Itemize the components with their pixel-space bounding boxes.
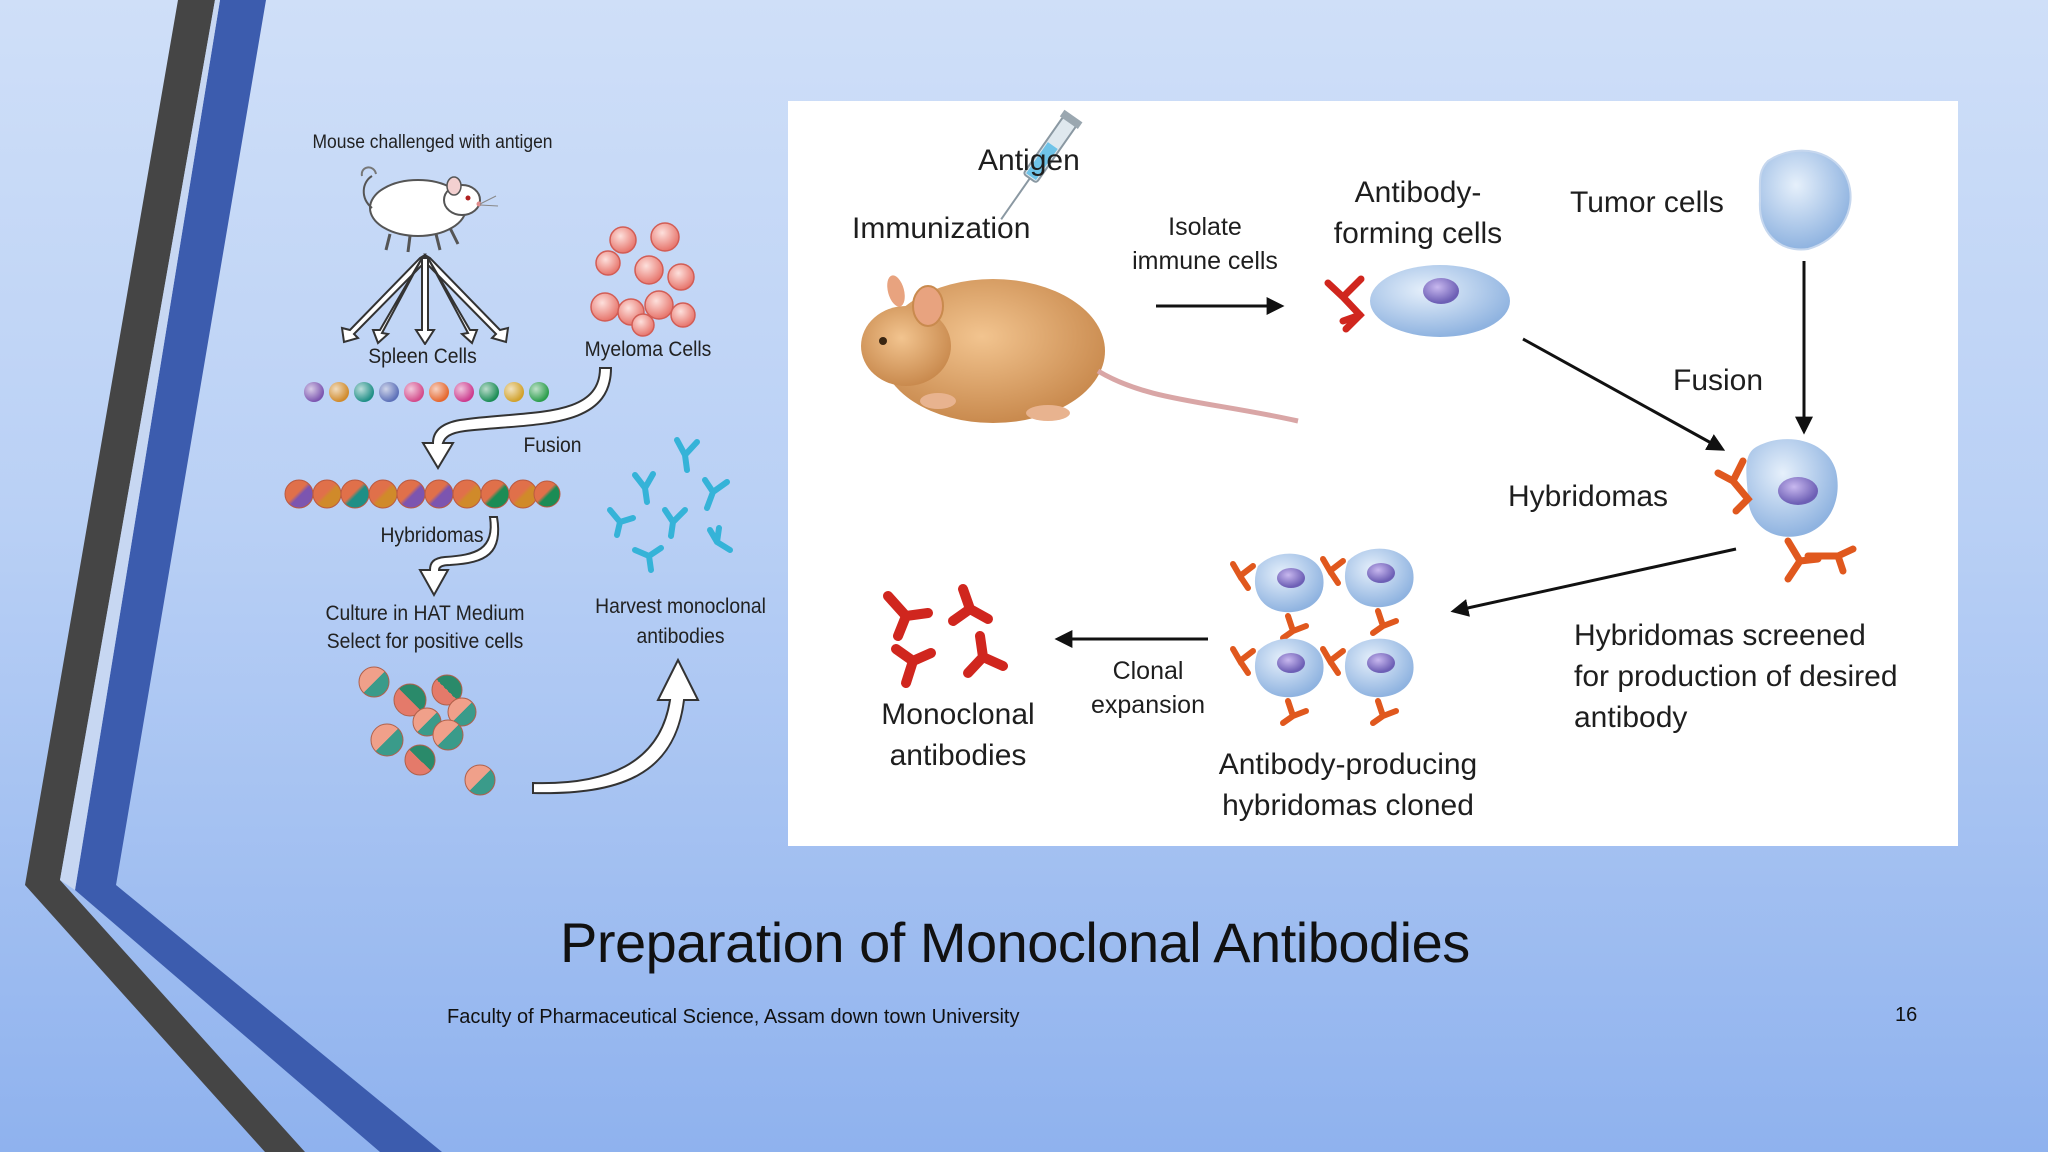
tumor-cell (1758, 149, 1852, 251)
isolate-line2: immune cells (1132, 246, 1278, 275)
clonal-line1: Clonal (1112, 657, 1184, 685)
monoclonal-label: Monoclonal antibodies (858, 695, 1058, 776)
spleen-cells-label: Spleen Cells (368, 345, 477, 368)
myeloma-cells-label: Myeloma Cells (584, 338, 712, 361)
harvest-line1: Harvest monoclonal (595, 595, 766, 618)
decorative-stripes (25, 0, 442, 1152)
clonal-line2: expansion (1091, 690, 1205, 719)
spleen-cells (304, 382, 549, 402)
right-diagram-panel: Antigen Immunization Isolate immune cell… (788, 101, 1958, 846)
antibody-forming-line2: forming cells (1333, 216, 1503, 250)
syringe-icon (1000, 109, 1083, 220)
hybridomas-label-right: Hybridomas (1508, 480, 1669, 513)
isolate-label: Isolate immune cells (1130, 211, 1280, 279)
screened-label: Hybridomas screened for production of de… (1574, 615, 1898, 738)
antibody-forming-label: Antibody- forming cells (1318, 173, 1518, 254)
selected-cells-cluster (358, 666, 496, 796)
screened-line1: Hybridomas screened (1574, 619, 1866, 652)
page-number: 16 (1895, 1004, 1918, 1026)
fusion-label-left: Fusion (523, 434, 582, 457)
fusion-arrow (421, 367, 613, 470)
spleen-arrows (340, 252, 510, 345)
cloned-label: Antibody-producing hybridomas cloned (1198, 745, 1498, 826)
harvest-label: Harvest monoclonal antibodies (577, 592, 784, 652)
tumor-cells-label: Tumor cells (1570, 186, 1724, 219)
culture-label: Culture in HAT Medium Select for positiv… (310, 600, 540, 656)
antibody-forming-line1: Antibody- (1354, 176, 1482, 209)
antibody-forming-cell (1324, 265, 1510, 337)
monoclonal-antibodies (883, 584, 1008, 688)
slide-title: Preparation of Monoclonal Antibodies (560, 911, 1470, 974)
hybridoma-cells-row (284, 479, 561, 509)
hybridomas-label-left: Hybridomas (380, 524, 484, 547)
hybridoma-cell (1714, 439, 1857, 583)
isolate-line1: Isolate (1168, 213, 1242, 241)
harvest-arrow (532, 657, 700, 795)
fusion-label-right: Fusion (1673, 364, 1764, 397)
brown-mouse (861, 275, 1299, 424)
cloned-hybridomas (1230, 548, 1414, 726)
mono-line1: Monoclonal (881, 698, 1035, 731)
cloned-line1: Antibody-producing (1218, 748, 1478, 781)
cyan-antibodies (607, 437, 733, 573)
culture-line2: Select for positive cells (326, 630, 524, 653)
screened-line3: antibody (1574, 701, 1688, 734)
myeloma-cells (590, 222, 696, 337)
clonal-expansion-label: Clonal expansion (1073, 655, 1223, 723)
cloned-line2: hybridomas cloned (1222, 788, 1474, 822)
culture-line1: Culture in HAT Medium (325, 602, 525, 625)
culture-arrow (418, 516, 500, 598)
harvest-line2: antibodies (636, 625, 725, 648)
slide-footer: Faculty of Pharmaceutical Science, Assam… (447, 1006, 1020, 1028)
mono-line2: antibodies (889, 738, 1027, 772)
immunization-label: Immunization (852, 212, 1031, 245)
mouse-label: Mouse challenged with antigen (312, 132, 553, 153)
right-diagram-graphics (861, 109, 1857, 726)
antigen-label: Antigen (978, 144, 1080, 177)
mouse-illustration (360, 166, 499, 253)
screened-line2: for production of desired (1574, 660, 1898, 693)
